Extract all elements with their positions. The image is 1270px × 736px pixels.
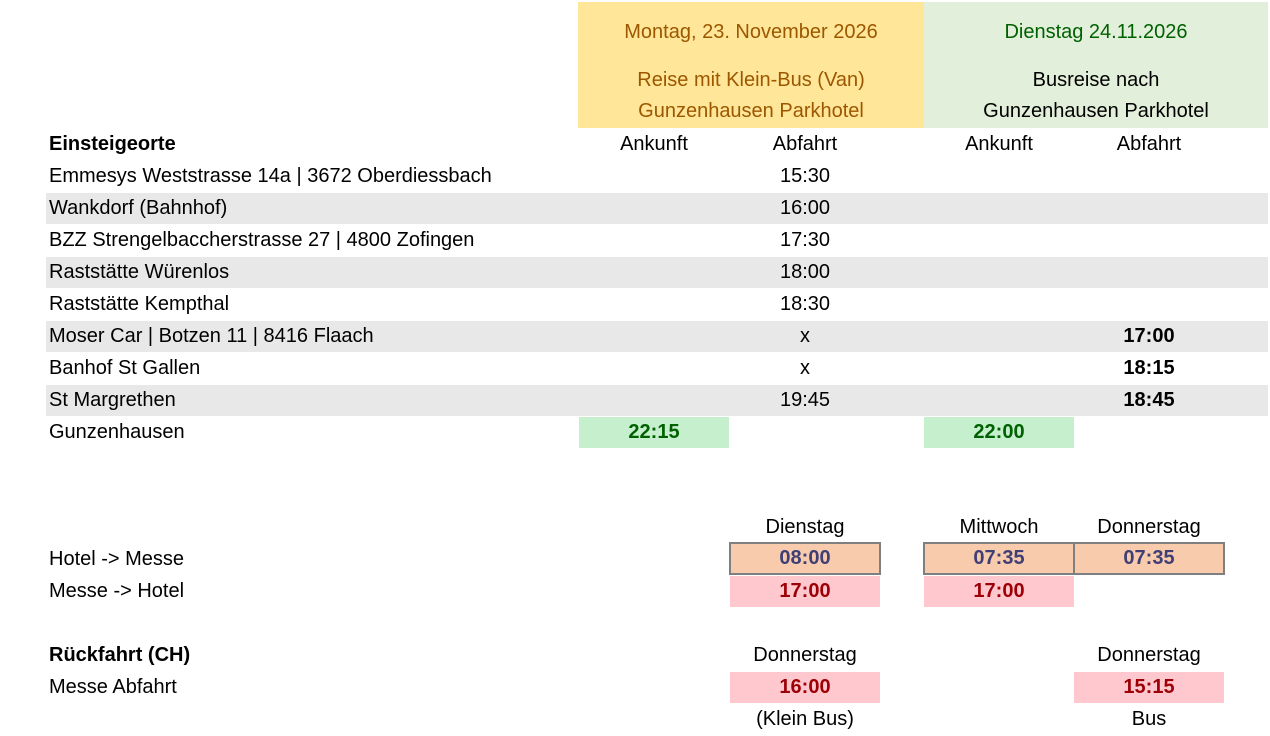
row-stripe <box>46 321 1268 352</box>
day1-title: Montag, 23. November 2026 <box>624 21 878 43</box>
hotel-messe-label: Hotel -> Messe <box>49 548 185 570</box>
row-day2-abfahrt <box>1074 193 1224 224</box>
day2-subtitle-line1: Busreise nach <box>1032 69 1160 91</box>
return-day-left: Donnerstag <box>753 644 857 666</box>
row-day1-abfahrt: 18:30 <box>779 293 831 315</box>
hotel-messe-donnerstag-time: 07:35 <box>1073 542 1225 575</box>
row-day2-abfahrt <box>1074 225 1224 256</box>
messe-hotel-label: Messe -> Hotel <box>49 580 185 602</box>
hotel-messe-dienstag-time: 08:00 <box>729 542 881 575</box>
row-day1-abfahrt: 19:45 <box>779 389 831 411</box>
row-day1-abfahrt: 17:30 <box>779 229 831 251</box>
row-day2-abfahrt <box>1074 289 1224 320</box>
day2-arrival-time: 22:00 <box>924 417 1074 448</box>
day2-title: Dienstag 24.11.2026 <box>1004 21 1188 43</box>
shuttle-day-mittwoch: Mittwoch <box>959 516 1039 538</box>
day1-col-ankunft: Ankunft <box>620 133 688 155</box>
row-place: Wankdorf (Bahnhof) <box>49 197 228 219</box>
return-note-right: Bus <box>1131 708 1167 730</box>
arrival-place: Gunzenhausen <box>49 421 185 443</box>
return-label: Messe Abfahrt <box>49 676 177 698</box>
return-note-left: (Klein Bus) <box>756 708 854 730</box>
day1-arrival-time: 22:15 <box>579 417 729 448</box>
day2-subtitle-line2: Gunzenhausen Parkhotel <box>983 100 1209 122</box>
row-day1-abfahrt: 18:00 <box>779 261 831 283</box>
day1-header-block <box>578 2 924 128</box>
row-place: Emmesys Weststrasse 14a | 3672 Oberdiess… <box>49 165 492 187</box>
row-day2-abfahrt <box>1074 257 1224 288</box>
row-place: BZZ Strengelbaccherstrasse 27 | 4800 Zof… <box>49 229 475 251</box>
row-day2-abfahrt: 17:00 <box>1123 325 1175 347</box>
row-day1-abfahrt: 15:30 <box>779 165 831 187</box>
return-time-left: 16:00 <box>730 672 880 703</box>
row-day2-abfahrt: 18:45 <box>1123 389 1175 411</box>
row-place: Raststätte Kempthal <box>49 293 230 315</box>
day1-subtitle-line1: Reise mit Klein-Bus (Van) <box>637 69 865 91</box>
row-day1-abfahrt: x <box>800 325 810 347</box>
return-heading: Rückfahrt (CH) <box>49 644 191 666</box>
day2-col-abfahrt: Abfahrt <box>1116 133 1182 155</box>
day2-header-block <box>924 2 1268 128</box>
row-place: Banhof St Gallen <box>49 357 201 379</box>
return-time-right: 15:15 <box>1074 672 1224 703</box>
day1-col-abfahrt: Abfahrt <box>772 133 838 155</box>
day1-subtitle-line2: Gunzenhausen Parkhotel <box>638 100 864 122</box>
shuttle-day-donnerstag: Donnerstag <box>1097 516 1201 538</box>
row-place: St Margrethen <box>49 389 176 411</box>
row-day2-abfahrt <box>1074 161 1224 192</box>
row-place: Raststätte Würenlos <box>49 261 230 283</box>
day2-col-ankunft: Ankunft <box>965 133 1033 155</box>
row-day2-abfahrt: 18:15 <box>1123 357 1175 379</box>
row-day1-abfahrt: 16:00 <box>779 197 831 219</box>
row-place: Moser Car | Botzen 11 | 8416 Flaach <box>49 325 374 347</box>
messe-hotel-dienstag-time: 17:00 <box>730 576 880 607</box>
row-stripe <box>46 257 1268 288</box>
shuttle-day-dienstag: Dienstag <box>765 516 845 538</box>
hotel-messe-mittwoch-time: 07:35 <box>923 542 1075 575</box>
row-day1-abfahrt: x <box>800 357 810 379</box>
row-stripe <box>46 385 1268 416</box>
messe-hotel-mittwoch-time: 17:00 <box>924 576 1074 607</box>
row-stripe <box>46 193 1268 224</box>
table-heading: Einsteigeorte <box>49 133 176 155</box>
return-day-right: Donnerstag <box>1097 644 1201 666</box>
